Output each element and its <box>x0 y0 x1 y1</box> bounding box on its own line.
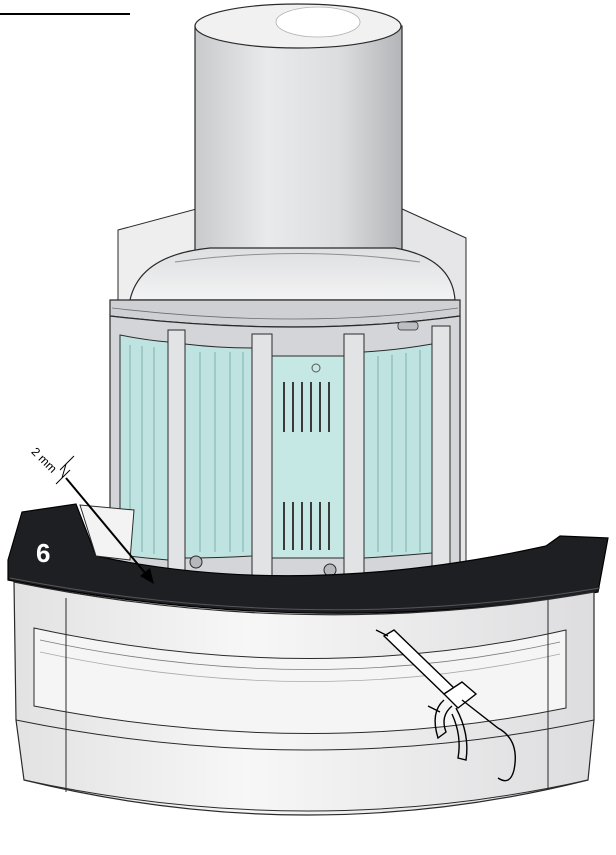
top-plate <box>7 503 609 614</box>
flue-pipe <box>194 3 403 268</box>
glass-panel-4 <box>363 343 433 559</box>
pointer-arrow <box>65 477 154 584</box>
door-posts <box>167 321 451 585</box>
door-knob-left <box>189 555 203 569</box>
step-number-label: 6 <box>36 538 50 568</box>
glass-panel-3 <box>271 355 345 559</box>
caulking-gun-icon <box>375 629 516 782</box>
gap-dimension-label: 2 mm <box>29 445 60 476</box>
base-cabinet <box>0 581 616 855</box>
glass-panel-2 <box>184 343 253 559</box>
stove-hood <box>109 247 461 328</box>
